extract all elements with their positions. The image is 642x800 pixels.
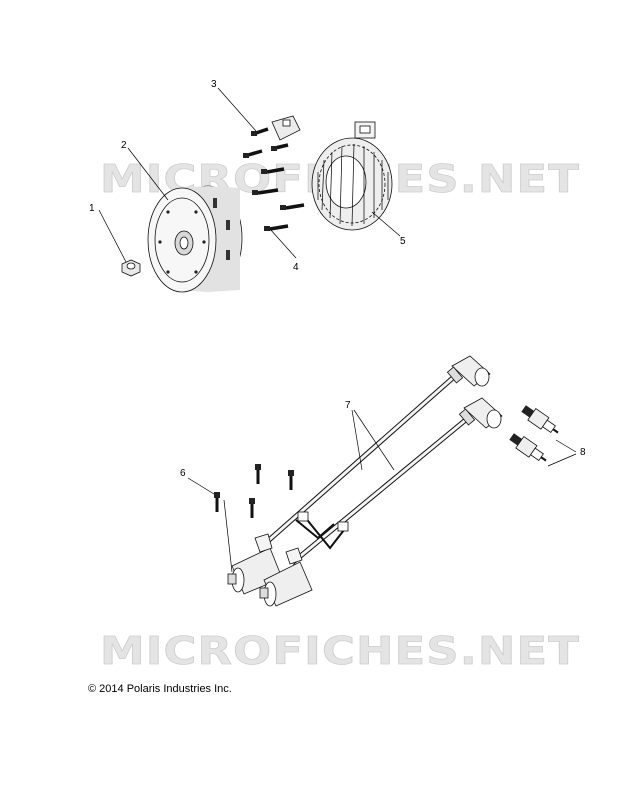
- callout-8: 8: [580, 447, 586, 458]
- leader-3: [217, 87, 257, 132]
- leader-2: [127, 147, 169, 201]
- leader-1: [98, 209, 127, 263]
- flywheel-nut: [121, 259, 141, 277]
- copyright-notice: © 2014 Polaris Industries Inc.: [88, 683, 232, 695]
- leader-8b: [547, 453, 577, 467]
- flywheel: [147, 185, 243, 293]
- ignition-leads: [258, 355, 503, 565]
- coil-screws: [214, 464, 294, 518]
- wire-clamp: [271, 115, 301, 141]
- watermark-bottom: MICROFICHES.NET: [100, 629, 580, 673]
- callout-7: 7: [345, 400, 351, 411]
- callout-6: 6: [180, 468, 186, 479]
- leader-4: [269, 228, 297, 259]
- leader-6: [187, 477, 215, 495]
- leader-7a: [351, 409, 363, 471]
- callout-2: 2: [121, 140, 127, 151]
- callout-3: 3: [211, 79, 217, 90]
- callout-5: 5: [400, 236, 406, 247]
- spark-plugs: [509, 405, 559, 462]
- leader-8a: [555, 439, 577, 453]
- stator: [311, 121, 393, 231]
- ignition-coils: [227, 511, 349, 607]
- leader-6b: [223, 499, 233, 573]
- leader-7b: [353, 409, 395, 471]
- callout-1: 1: [89, 203, 95, 214]
- screws: [243, 127, 305, 231]
- callout-4: 4: [293, 262, 299, 273]
- leader-5: [371, 211, 401, 237]
